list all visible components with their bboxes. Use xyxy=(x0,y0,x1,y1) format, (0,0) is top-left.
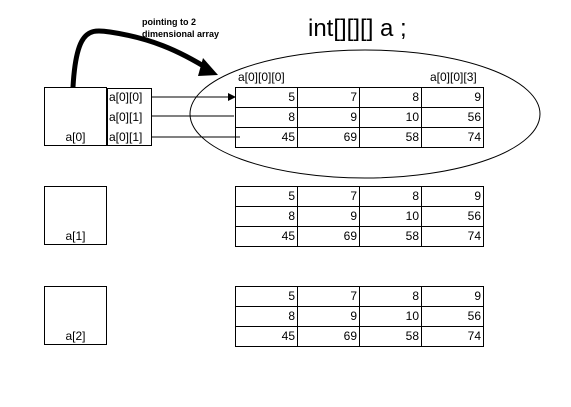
grid-row: 8 9 10 56 xyxy=(235,206,484,227)
corner-label-last: a[0][0][3] xyxy=(430,70,477,84)
corner-label-first: a[0][0][0] xyxy=(238,70,285,84)
grid-cell: 74 xyxy=(421,127,484,148)
pointer-label-2: a[0][1] xyxy=(109,110,143,124)
grid-cell: 5 xyxy=(235,186,298,207)
grid-row: 5 7 8 9 xyxy=(235,186,484,207)
ref-box-a0: a[0] xyxy=(44,87,107,146)
pointer-label-1: a[0][0] xyxy=(109,90,143,104)
grid-cell: 10 xyxy=(359,306,422,327)
grid-cell: 45 xyxy=(235,226,298,247)
grid-cell: 58 xyxy=(359,326,422,347)
ref-box-label: a[0] xyxy=(65,130,86,144)
grid-cell: 58 xyxy=(359,226,422,247)
grid-cell: 9 xyxy=(421,186,484,207)
grid-cell: 10 xyxy=(359,107,422,128)
grid-cell: 8 xyxy=(235,306,298,327)
grid-cell: 5 xyxy=(235,286,298,307)
grid-cell: 56 xyxy=(421,306,484,327)
annotation-line-1: pointing to 2 xyxy=(142,17,196,27)
grid-row: 5 7 8 9 xyxy=(235,286,484,307)
grid-row: 8 9 10 56 xyxy=(235,107,484,128)
grid-cell: 56 xyxy=(421,107,484,128)
grid-cell: 10 xyxy=(359,206,422,227)
grid-cell: 69 xyxy=(297,326,360,347)
pointer-label-group xyxy=(107,88,152,146)
grid-row: 45 69 58 74 xyxy=(235,226,484,247)
grid-cell: 58 xyxy=(359,127,422,148)
curved-pointer-arrowhead xyxy=(198,58,218,76)
grid-cell: 7 xyxy=(297,87,360,108)
grid-cell: 8 xyxy=(235,206,298,227)
grid-cell: 69 xyxy=(297,226,360,247)
grid-cell: 9 xyxy=(297,306,360,327)
array-grid-1: 5 7 8 9 8 9 10 56 45 69 58 74 xyxy=(235,186,484,247)
grid-cell: 7 xyxy=(297,286,360,307)
ref-box-label: a[1] xyxy=(65,229,86,243)
grid-cell: 5 xyxy=(235,87,298,108)
grid-row: 45 69 58 74 xyxy=(235,326,484,347)
grid-cell: 7 xyxy=(297,186,360,207)
ref-box-a1: a[1] xyxy=(44,186,107,245)
grid-cell: 45 xyxy=(235,326,298,347)
grid-row: 45 69 58 74 xyxy=(235,127,484,148)
declaration-title: int[][][] a ; xyxy=(308,15,407,42)
curved-pointer-arrow xyxy=(69,28,213,129)
grid-cell: 45 xyxy=(235,127,298,148)
highlight-ellipse xyxy=(189,49,541,179)
grid-cell: 9 xyxy=(421,286,484,307)
grid-cell: 9 xyxy=(297,206,360,227)
grid-row: 5 7 8 9 xyxy=(235,87,484,108)
grid-cell: 56 xyxy=(421,206,484,227)
grid-cell: 9 xyxy=(421,87,484,108)
grid-cell: 8 xyxy=(359,87,422,108)
grid-cell: 8 xyxy=(359,186,422,207)
grid-cell: 69 xyxy=(297,127,360,148)
annotation-line-2: dimensional array xyxy=(142,29,220,39)
grid-cell: 74 xyxy=(421,326,484,347)
ref-box-label: a[2] xyxy=(65,329,86,343)
grid-cell: 9 xyxy=(297,107,360,128)
annotation-text: pointing to 2 dimensional array xyxy=(142,16,219,40)
grid-cell: 8 xyxy=(359,286,422,307)
pointer-label-3: a[0][1] xyxy=(109,130,143,144)
array-grid-0: 5 7 8 9 8 9 10 56 45 69 58 74 xyxy=(235,87,484,148)
grid-cell: 8 xyxy=(235,107,298,128)
ref-box-a2: a[2] xyxy=(44,286,107,345)
grid-cell: 74 xyxy=(421,226,484,247)
array-grid-2: 5 7 8 9 8 9 10 56 45 69 58 74 xyxy=(235,286,484,347)
grid-row: 8 9 10 56 xyxy=(235,306,484,327)
